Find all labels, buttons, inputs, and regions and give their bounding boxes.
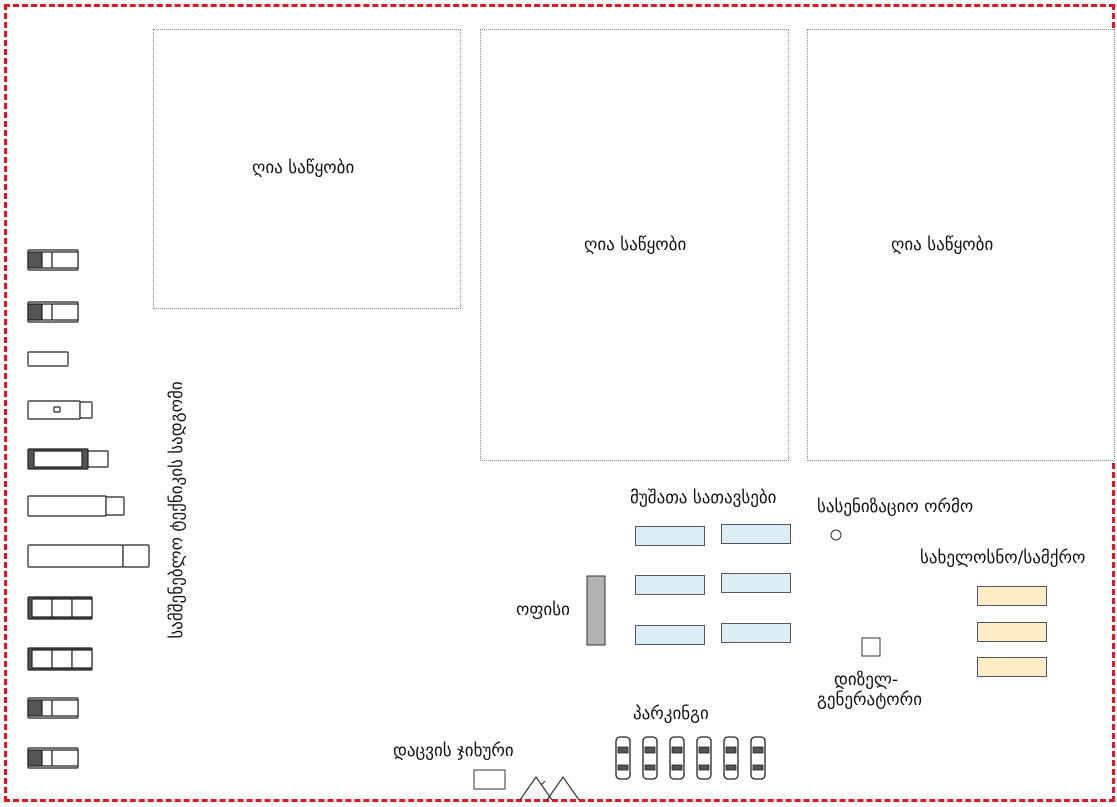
parked-car-icon xyxy=(696,736,712,780)
open-storage-area-3 xyxy=(807,29,1115,461)
dump-truck-icon xyxy=(27,647,93,671)
parked-car-icon xyxy=(642,736,658,780)
generator-label-line1: დიზელ- xyxy=(834,670,899,690)
worker-container xyxy=(721,623,791,643)
dump-truck-icon xyxy=(27,596,93,620)
parked-car-icon xyxy=(669,736,685,780)
workshop-label: სახელოსნო/სამქრო xyxy=(920,548,1086,568)
office-label: ოფისი xyxy=(516,600,570,620)
small-car-icon xyxy=(27,351,69,367)
worker-container xyxy=(635,625,705,645)
workshop-block xyxy=(977,586,1047,606)
office-building xyxy=(586,575,606,646)
security-booth-icon xyxy=(473,769,506,790)
open-storage-label-1: ღია საწყობი xyxy=(252,158,355,178)
open-storage-area-2 xyxy=(480,29,789,461)
entrance-gate-icon xyxy=(519,775,580,801)
semi-trailer-icon xyxy=(27,495,125,517)
open-storage-area-1 xyxy=(153,29,461,309)
septic-pit-label: სასენიზაციო ორმო xyxy=(817,497,974,517)
worker-containers-label: მუშათა სათავსები xyxy=(630,488,777,508)
generator-label-line2: გენერატორი xyxy=(817,690,923,710)
long-trailer-icon xyxy=(27,544,150,568)
parking-label: პარკინგი xyxy=(633,704,709,724)
pickup-truck-icon xyxy=(27,301,79,323)
open-storage-label-2: ღია საწყობი xyxy=(584,235,687,255)
workshop-block xyxy=(977,657,1047,677)
box-truck-icon xyxy=(27,400,93,420)
worker-container xyxy=(635,526,705,546)
parked-car-icon xyxy=(723,736,739,780)
worker-container xyxy=(721,524,791,544)
pickup-truck-icon xyxy=(27,249,79,271)
open-storage-label-3: ღია საწყობი xyxy=(891,235,994,255)
security-booth-label: დაცვის ჯიხური xyxy=(393,741,514,761)
pickup-truck-icon xyxy=(27,747,79,769)
parked-car-icon xyxy=(615,736,631,780)
diesel-generator-icon xyxy=(861,637,881,657)
parked-car-icon xyxy=(750,736,766,780)
workshop-block xyxy=(977,622,1047,642)
tanker-truck-icon xyxy=(27,448,109,470)
pickup-truck-icon xyxy=(27,697,79,719)
septic-pit-icon xyxy=(830,529,842,541)
worker-container xyxy=(721,573,791,593)
worker-container xyxy=(635,575,705,595)
